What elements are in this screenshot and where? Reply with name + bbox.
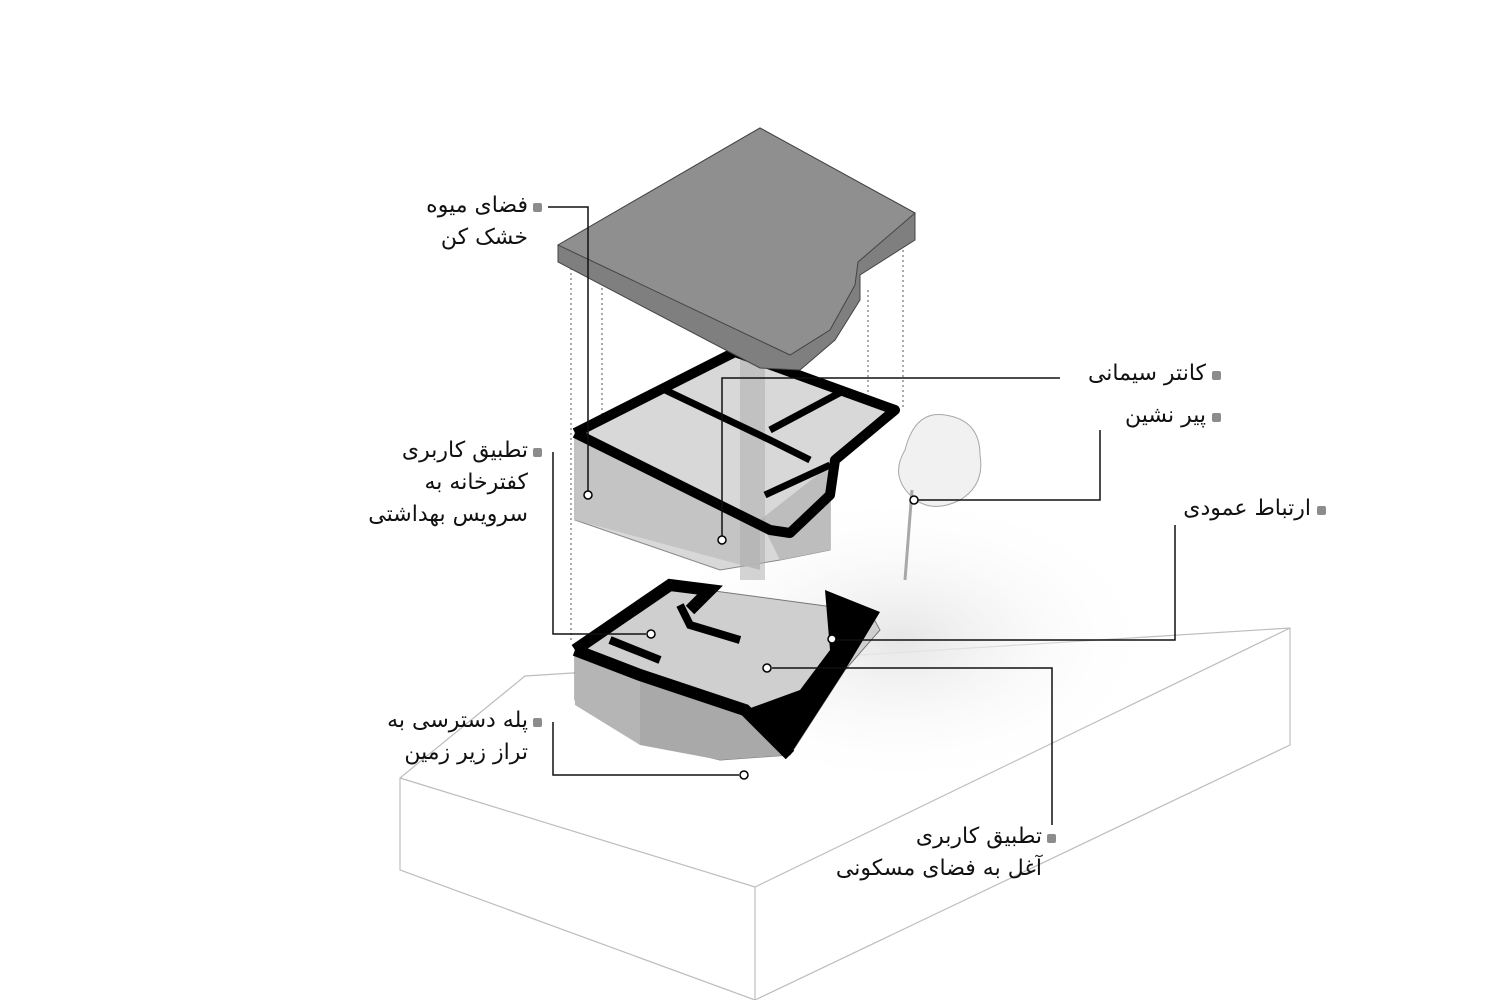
bullet-icon [1047, 834, 1056, 843]
label-basement-stair: پله دسترسی به تراز زیر زمین [387, 705, 528, 769]
label-line: کفترخانه به [424, 470, 528, 495]
label-pir-neshin: پیر نشین [1125, 400, 1206, 432]
tree-icon [898, 413, 982, 581]
lower-floor [571, 578, 881, 761]
label-vertical-connection: ارتباط عمودی [1183, 493, 1311, 525]
label-line: سرویس بهداشتی [368, 502, 528, 527]
bullet-icon [1212, 371, 1221, 380]
label-line: خشک کن [440, 225, 528, 250]
label-line: تطبیق کاربری [401, 438, 528, 463]
roof-slab [556, 127, 916, 371]
label-line: ارتباط عمودی [1183, 496, 1311, 521]
bullet-icon [1317, 506, 1326, 515]
leader-endpoints [583, 490, 919, 780]
projection-lines [570, 245, 904, 640]
bullet-icon [533, 718, 542, 727]
label-line: پیر نشین [1124, 403, 1206, 428]
bullet-icon [1212, 413, 1221, 422]
label-dovecote-conversion: تطبیق کاربری کفترخانه به سرویس بهداشتی [368, 435, 528, 531]
leader-lines [548, 206, 1176, 825]
label-drying-space: فضای میوه خشک کن [426, 190, 528, 254]
label-cement-counter: کانتر سیمانی [1088, 358, 1206, 390]
label-line: کانتر سیمانی [1087, 361, 1206, 386]
upper-floor [572, 347, 900, 580]
bullet-icon [533, 203, 542, 212]
label-line: فضای میوه [426, 193, 528, 218]
label-line: تطبیق کاربری [915, 824, 1042, 849]
label-line: تراز زیر زمین [404, 740, 528, 765]
label-line: آغل به فضای مسکونی [835, 856, 1042, 881]
bullet-icon [533, 448, 542, 457]
label-line: پله دسترسی به [387, 708, 528, 733]
label-stable-conversion: تطبیق کاربری آغل به فضای مسکونی [836, 821, 1042, 885]
